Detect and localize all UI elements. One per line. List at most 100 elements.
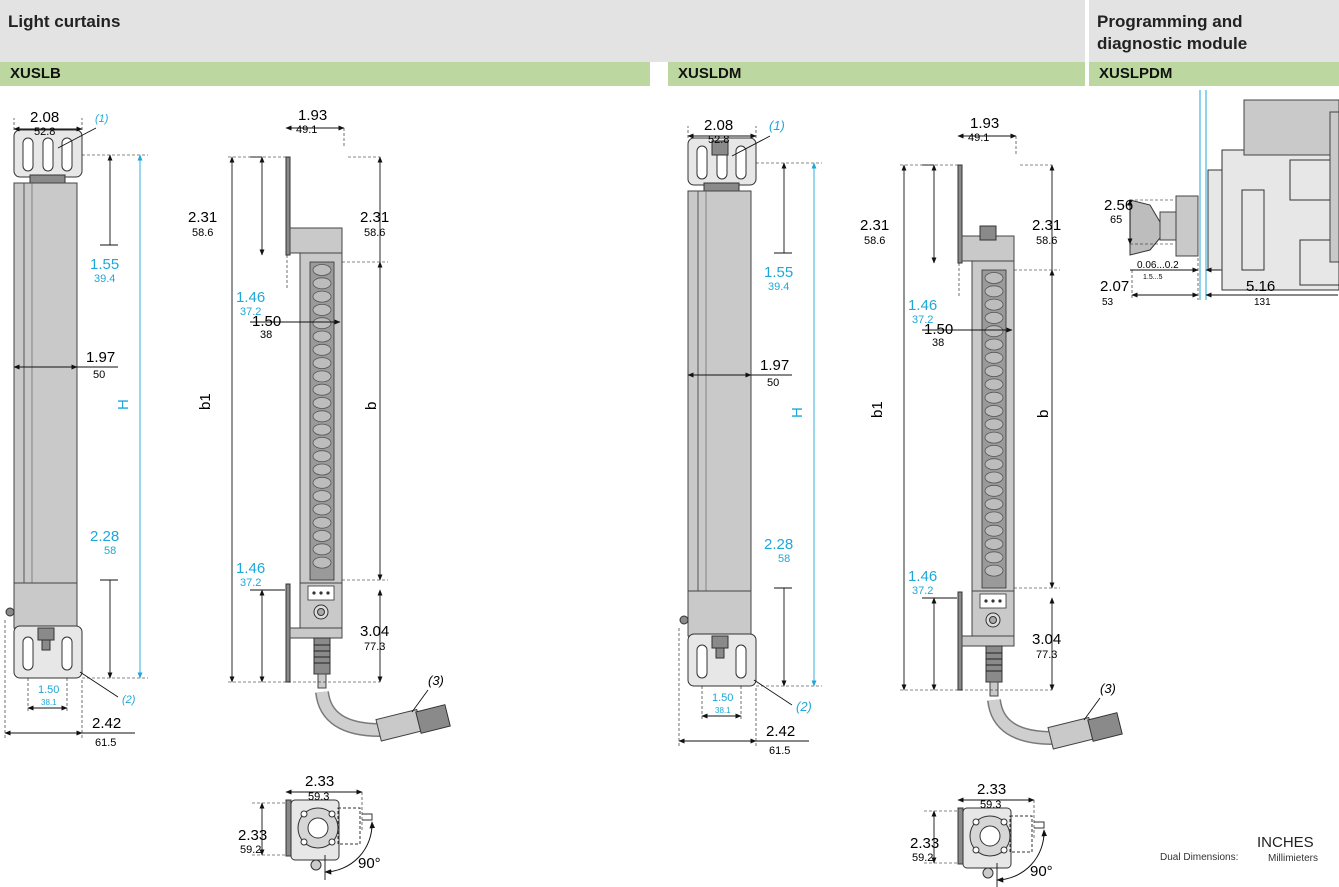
lens-element	[984, 378, 1004, 391]
dim-plan-width-mm: 59.3	[980, 799, 1001, 811]
dim-lens-offset-bottom-mm: 37.2	[912, 585, 933, 597]
dim-mid-mm: 38	[260, 329, 272, 341]
dim-overall-mm: 61.5	[95, 737, 116, 749]
cable-and-plug	[315, 689, 451, 742]
dim-top-width-in: 2.08	[30, 109, 59, 126]
dim-mid-in: 1.50	[252, 313, 281, 330]
dim-top-width-mm: 52.8	[34, 126, 55, 138]
legend-label: Dual Dimensions:	[1160, 852, 1239, 863]
dim-overall-in: 2.42	[766, 723, 795, 740]
lens-element	[312, 463, 332, 476]
dim-plan-width-mm: 59.3	[308, 791, 329, 803]
dimension-labels-xusldm: 2.08 52.8 (1) 1.93 49.1 2.31 58.6 2.31 5…	[704, 115, 1116, 880]
dim-lens-offset-bottom-mm: 37.2	[240, 577, 261, 589]
lens-element	[312, 330, 332, 343]
xusldm-plan-view	[924, 797, 1048, 887]
lens-element	[312, 476, 332, 489]
lens-element	[984, 298, 1004, 311]
dim-side-width-in: 1.93	[298, 107, 327, 124]
dim-overall-mm: 61.5	[769, 745, 790, 757]
dim-plan-width-in: 2.33	[305, 773, 334, 790]
dim-b1: b1	[869, 401, 886, 418]
legend-millimeters: Millimieters	[1268, 853, 1318, 864]
dim-bracket-h-mm-right: 58.6	[364, 227, 385, 239]
lens-element	[312, 317, 332, 330]
dim-plan-width-in: 2.33	[977, 781, 1006, 798]
dim-slot-width-mm: 38.1	[41, 698, 57, 707]
section-title-line2: diagnostic module	[1097, 34, 1248, 53]
dim-slot-width-in: 1.50	[38, 684, 59, 696]
dim-top-offset-mm: 39.4	[94, 273, 115, 285]
dim-body-width-mm: 50	[93, 369, 105, 381]
dimension-labels: 2.08 52.8 (1) 1.93 49.1 2.31 58.6 2.31 5…	[30, 107, 444, 872]
lens-element	[984, 498, 1004, 511]
xusldm-side-view	[957, 164, 1015, 697]
lens-element	[984, 551, 1004, 564]
lens-element	[312, 490, 332, 503]
lens-element	[312, 436, 332, 449]
lens-element	[984, 458, 1004, 471]
band-label: XUSLPDM	[1099, 65, 1173, 82]
dim-bottom-offset-mm: 58	[104, 545, 116, 557]
dim-bracket-h-in-right: 2.31	[1032, 217, 1061, 234]
lens-element	[984, 351, 1004, 364]
xuslb-side-view	[285, 156, 343, 689]
dim-b: b	[363, 402, 380, 410]
lens-element	[984, 325, 1004, 338]
dim-lens-offset-mm: 37.2	[912, 314, 933, 326]
section-header-module: Programming and diagnostic module	[1089, 0, 1339, 62]
note-2: (2)	[796, 699, 812, 714]
lens-element	[312, 410, 332, 423]
lens-element	[984, 524, 1004, 537]
dim-b1: b1	[197, 393, 214, 410]
dim-bottom-bracket-in: 3.04	[1032, 631, 1061, 648]
dim-slot-width-mm: 38.1	[715, 706, 731, 715]
lens-element	[984, 511, 1004, 524]
dim-side-width-mm: 49.1	[296, 124, 317, 136]
dim-body-width-mm: 50	[767, 377, 779, 389]
section-title: Light curtains	[8, 12, 121, 31]
dim-top-width-in: 2.08	[704, 117, 733, 134]
note-2: (2)	[122, 694, 136, 706]
dim-angle: 90°	[358, 855, 381, 872]
dim-top-offset-mm: 39.4	[768, 281, 789, 293]
lens-element	[984, 431, 1004, 444]
note-1: (1)	[95, 113, 109, 125]
dim-plan-height-in: 2.33	[910, 835, 939, 852]
lens-column	[312, 264, 332, 569]
module-height-in: 2.56	[1104, 197, 1133, 214]
dim-lens-offset-in: 1.46	[236, 289, 265, 306]
dim-bracket-h-mm: 58.6	[864, 235, 885, 247]
lens-element	[984, 365, 1004, 378]
band-xuslpdm: XUSLPDM	[1089, 62, 1339, 86]
lens-element	[312, 290, 332, 303]
lens-element	[984, 484, 1004, 497]
dim-bracket-h-in: 2.31	[860, 217, 889, 234]
dim-b: b	[1035, 410, 1052, 418]
dim-top-offset-in: 1.55	[764, 264, 793, 281]
dim-mid-in: 1.50	[924, 321, 953, 338]
band-label: XUSLB	[10, 65, 61, 82]
band-xusldm: XUSLDM	[668, 62, 1085, 86]
lens-element	[312, 370, 332, 383]
lens-column	[984, 272, 1004, 577]
section-title-line1: Programming and	[1097, 12, 1243, 31]
note-1: (1)	[769, 118, 785, 133]
lens-element	[312, 556, 332, 569]
dim-H: H	[115, 399, 132, 410]
lens-element	[984, 538, 1004, 550]
module-d2-in: 5.16	[1246, 278, 1275, 295]
lens-element	[984, 405, 1004, 417]
dim-bottom-bracket-in: 3.04	[360, 623, 389, 640]
dim-bracket-h-in-right: 2.31	[360, 209, 389, 226]
module-dimension-labels: 2.56 65 0.06...0.2 1.5...5 2.07 53 5.16 …	[1100, 197, 1275, 308]
dim-side-width-in: 1.93	[970, 115, 999, 132]
dim-plan-height-mm: 59.2	[912, 852, 933, 864]
section-header-light-curtains: Light curtains	[0, 0, 1085, 62]
lens-element	[984, 311, 1004, 324]
dim-plan-height-in: 2.33	[238, 827, 267, 844]
dim-angle: 90°	[1030, 863, 1053, 880]
lens-element	[312, 357, 332, 370]
dim-bottom-bracket-mm: 77.3	[1036, 649, 1057, 661]
